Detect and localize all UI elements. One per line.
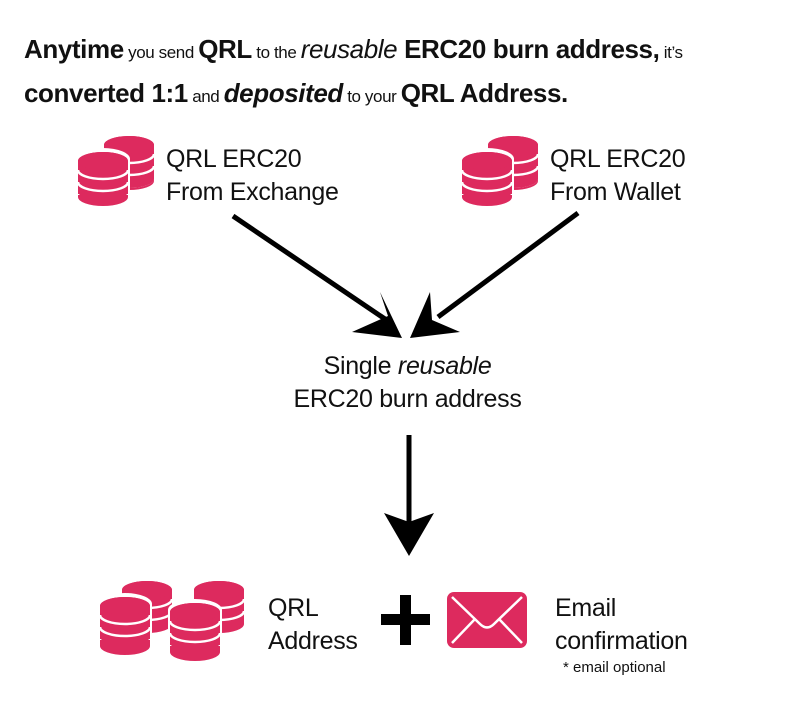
headline-segment: it’s [659, 43, 683, 62]
coins-icon-exchange [76, 134, 156, 210]
headline-segment: you send [123, 43, 199, 62]
email-line1: Email [555, 594, 617, 622]
source-exchange-label: QRL ERC20 From Exchange [166, 143, 339, 209]
headline-segment: converted 1:1 [24, 78, 188, 108]
coins-stack-icon [98, 579, 246, 665]
arrow-from-wallet [410, 210, 580, 338]
headline-segment: to the [251, 43, 301, 62]
email-line2: confirmation [555, 627, 688, 655]
qrl-address-label: QRL Address [268, 592, 358, 658]
email-optional-note: * email optional [563, 659, 666, 676]
headline: Anytime you send QRL to the reusable ERC… [24, 29, 784, 117]
headline-segment: and [187, 87, 224, 106]
headline-segment: to your [342, 87, 401, 106]
plus-icon [381, 595, 430, 645]
headline-segment: reusable [300, 34, 398, 64]
arrow-from-exchange [231, 213, 402, 338]
email-confirmation-label: Email confirmation [555, 592, 688, 658]
source-exchange-line2: From Exchange [166, 178, 339, 206]
burn-address-line2: ERC20 burn address [293, 385, 522, 413]
headline-line-1: Anytime you send QRL to the reusable ERC… [24, 29, 784, 73]
coins-icon-wallet [460, 134, 540, 210]
burn-address-prefix: Single [323, 352, 398, 380]
burn-address-label: Single reusable ERC20 burn address [250, 350, 565, 416]
headline-line-2: converted 1:1 and deposited to your QRL … [24, 73, 784, 117]
source-wallet-line1: QRL ERC20 [550, 145, 686, 173]
headline-segment: Anytime [24, 34, 124, 64]
envelope-icon [447, 592, 527, 648]
qrl-address-line1: QRL [268, 594, 319, 622]
burn-address-line1: Single reusable [250, 350, 565, 383]
source-wallet-line2: From Wallet [550, 178, 681, 206]
burn-address-emphasis: reusable [397, 352, 492, 380]
headline-segment: deposited [223, 78, 344, 108]
headline-segment: ERC20 burn address, [397, 34, 660, 64]
source-wallet-label: QRL ERC20 From Wallet [550, 143, 686, 209]
arrow-to-outputs [384, 435, 434, 556]
source-exchange-line1: QRL ERC20 [166, 145, 302, 173]
headline-segment: QRL Address. [400, 78, 569, 108]
headline-segment: QRL [198, 34, 252, 64]
qrl-address-line2: Address [268, 627, 358, 655]
